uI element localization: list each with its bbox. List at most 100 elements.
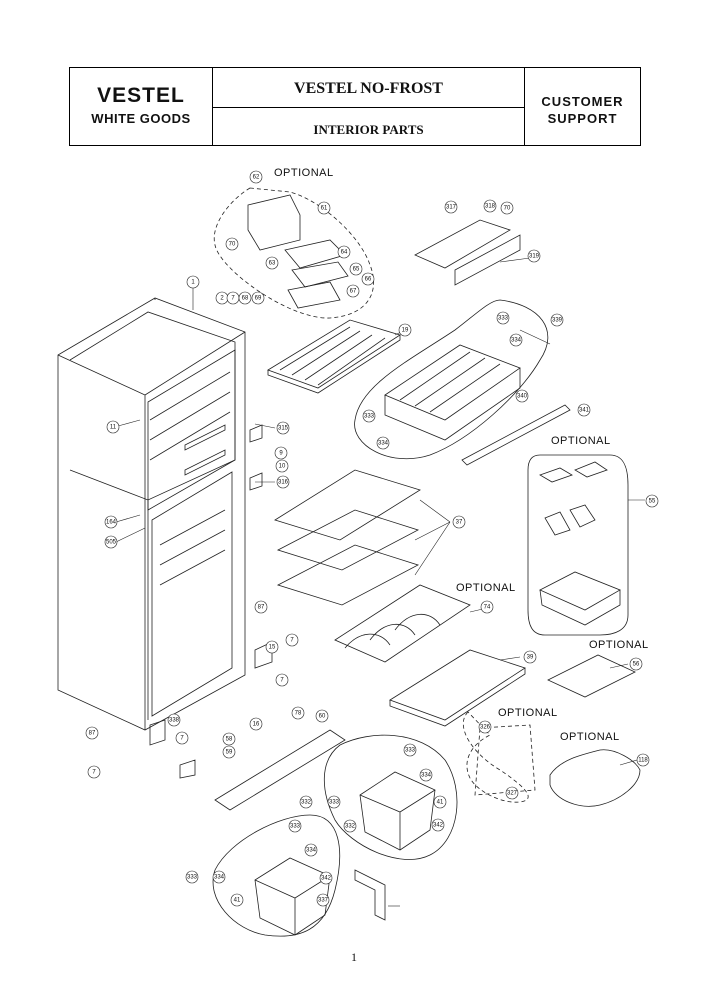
ice-tray-group <box>247 194 349 309</box>
glass-shelves-37 <box>274 469 421 606</box>
callout-number: 326 <box>480 725 491 731</box>
callout-circle <box>349 262 363 276</box>
callout-circle <box>500 201 514 215</box>
callout-circle <box>645 494 659 508</box>
callout-number: 55 <box>649 499 656 505</box>
callout-number: 316 <box>278 480 289 486</box>
refrigerator-cabinet <box>57 297 246 731</box>
callout-number: 65 <box>353 267 360 273</box>
callout-number: 9 <box>279 451 283 457</box>
callout-circle <box>337 245 351 259</box>
callout-number: 74 <box>484 605 491 611</box>
document-title: VESTEL NO-FROST <box>213 68 524 108</box>
callout-number: 7 <box>231 296 235 302</box>
callout-circle <box>274 446 288 460</box>
callout-number: 333 <box>405 748 416 754</box>
callout-circle <box>249 717 263 731</box>
callout-circle <box>629 657 643 671</box>
wine-rack-74 <box>334 584 471 663</box>
callout-number: 41 <box>234 898 241 904</box>
callout-number: 70 <box>229 242 236 248</box>
callout-circle <box>480 600 494 614</box>
group-outline-crisper-mid <box>323 734 458 860</box>
evaporator-cover-317 <box>414 219 521 286</box>
callout-circle <box>249 170 263 184</box>
callout-number: 342 <box>433 823 444 829</box>
callout-number: 61 <box>321 206 328 212</box>
callout-circle <box>85 726 99 740</box>
callout-number: 333 <box>329 800 340 806</box>
callout-number: 11 <box>110 425 117 431</box>
callout-circle <box>505 786 519 800</box>
callout-number: 319 <box>529 254 540 260</box>
callout-number: 10 <box>279 464 286 470</box>
callout-circle <box>104 515 118 529</box>
callout-number: 334 <box>511 338 522 344</box>
callout-number: 63 <box>269 261 276 267</box>
callout-number: 339 <box>552 318 563 324</box>
callout-circle <box>478 720 492 734</box>
support-line-2: SUPPORT <box>547 111 618 126</box>
callout-number: 327 <box>507 791 518 797</box>
callout-circle <box>317 201 331 215</box>
callout-number: 87 <box>258 605 265 611</box>
callout-circle <box>238 291 252 305</box>
document-subtitle: INTERIOR PARTS <box>313 122 424 137</box>
callout-circle <box>254 600 268 614</box>
callout-circle <box>104 535 118 549</box>
shelf-39 <box>389 649 526 727</box>
callout-circle <box>550 313 564 327</box>
callout-circle <box>212 870 226 884</box>
storage-boxes-55 <box>539 461 621 626</box>
optional-label-eggtray: OPTIONAL <box>498 707 558 719</box>
callout-circle <box>185 870 199 884</box>
callout-circle <box>316 893 330 907</box>
callout-number: 64 <box>341 250 348 256</box>
callout-circle <box>509 333 523 347</box>
callout-circle <box>167 713 181 727</box>
callout-number: 67 <box>350 289 357 295</box>
callout-number: 337 <box>318 898 329 904</box>
callout-circle <box>361 272 375 286</box>
callout-number: 315 <box>278 426 289 432</box>
callout-number: 1 <box>191 280 195 286</box>
optional-label-icemaker: OPTIONAL <box>274 167 334 179</box>
callout-circle <box>431 818 445 832</box>
callout-number: 78 <box>295 711 302 717</box>
callout-circle <box>527 249 541 263</box>
brand-cell: VESTEL WHITE GOODS <box>70 68 213 145</box>
callout-circle <box>276 475 290 489</box>
callout-number: 15 <box>269 645 276 651</box>
callout-number: 2 <box>220 296 224 302</box>
group-outline-crisper-right <box>463 711 529 803</box>
callout-number: 70 <box>504 206 511 212</box>
callout-number: 56 <box>633 662 640 668</box>
callout-circle <box>175 731 189 745</box>
callout-circle <box>275 459 289 473</box>
callout-circle <box>265 256 279 270</box>
callout-number: 317 <box>446 205 457 211</box>
callout-circle <box>362 409 376 423</box>
callout-circle <box>419 768 433 782</box>
callout-circle <box>483 199 497 213</box>
callout-number: 16 <box>253 722 260 728</box>
callout-number: 342 <box>321 876 332 882</box>
callout-number: 37 <box>456 520 463 526</box>
callout-circle <box>275 673 289 687</box>
callout-number: 334 <box>306 848 317 854</box>
callout-number: 333 <box>498 316 509 322</box>
tray-56 <box>547 654 636 698</box>
callout-circle <box>225 237 239 251</box>
support-cell: CUSTOMER SUPPORT <box>525 68 640 145</box>
crisper-box-low <box>254 857 331 936</box>
callout-number: 340 <box>517 394 528 400</box>
callout-circle <box>288 819 302 833</box>
callout-number: 341 <box>579 408 590 414</box>
optional-label-boxes: OPTIONAL <box>551 435 611 447</box>
callout-number: 7 <box>180 736 184 742</box>
group-outline-egg-optional <box>474 724 536 796</box>
bottle-rack-118 <box>549 749 641 807</box>
strip-341 <box>461 404 571 466</box>
callout-number: 66 <box>365 277 372 283</box>
